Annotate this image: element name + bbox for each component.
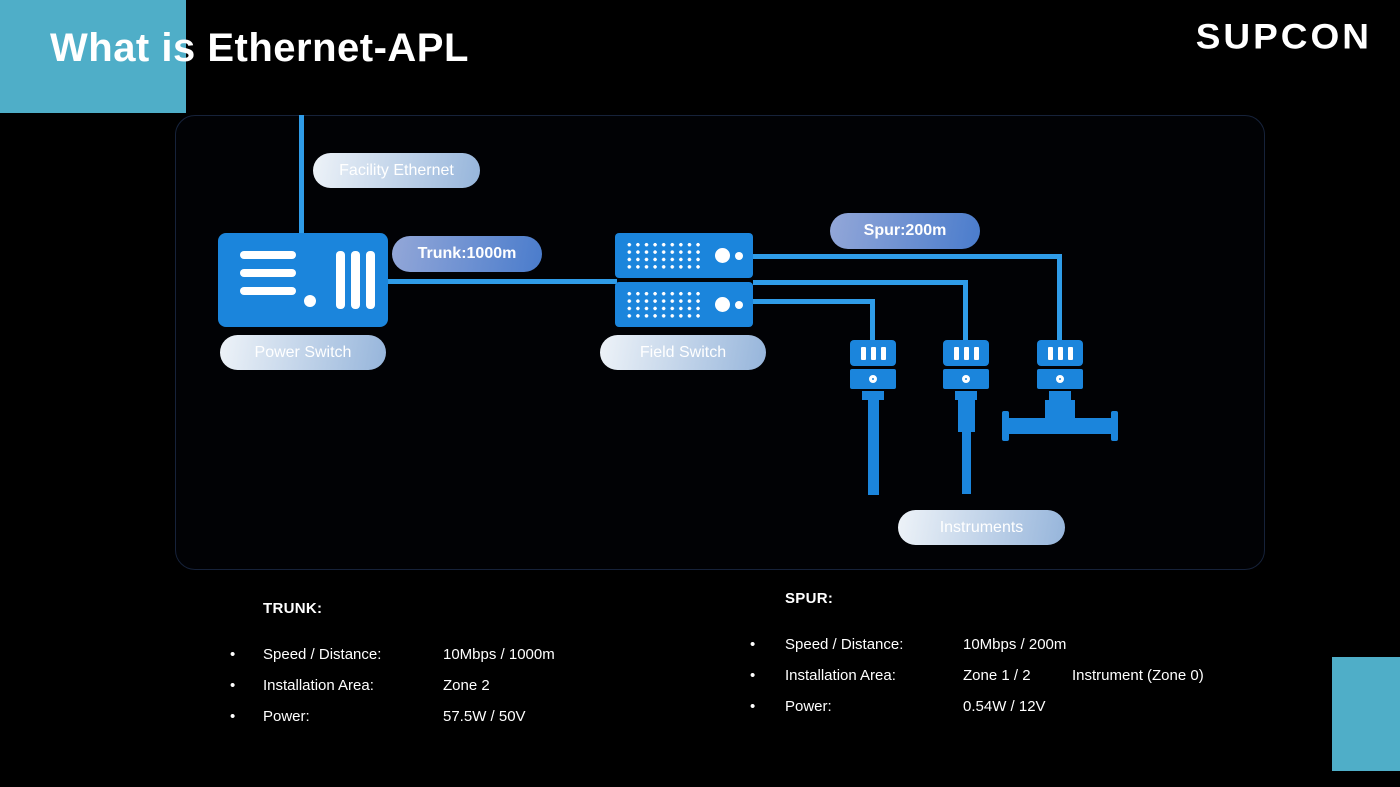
power-switch-icon	[218, 233, 388, 327]
spec-value: 57.5W / 50V	[443, 708, 526, 725]
supcon-logo: SUPCON	[1195, 17, 1372, 56]
spec-row: • Speed / Distance: 10Mbps / 1000m	[230, 646, 880, 666]
power-switch-slot-icon	[240, 251, 296, 259]
trunk-specs-heading: TRUNK:	[263, 600, 323, 617]
power-switch-vent-icon	[366, 251, 375, 309]
page-title: What is Ethernet-APL	[50, 26, 469, 70]
power-switch-slot-icon	[240, 287, 296, 295]
trunk-cable	[388, 279, 617, 284]
power-switch-vent-icon	[351, 251, 360, 309]
spec-value: 10Mbps / 200m	[963, 636, 1067, 653]
spec-extra-value: Instrument (Zone 0)	[1072, 667, 1204, 684]
bullet-icon: •	[750, 698, 756, 715]
flowmeter-connector-icon	[1045, 400, 1075, 418]
field-switch-label: Field Switch	[600, 335, 766, 370]
spur-specs-heading: SPUR:	[785, 590, 834, 607]
spur-cable-2-vertical	[963, 280, 968, 340]
spur-cable-1-horizontal	[753, 299, 875, 304]
field-switch-icon	[615, 233, 753, 327]
bullet-icon: •	[230, 646, 236, 663]
bullet-icon: •	[230, 677, 236, 694]
instrument-probe-icon	[961, 432, 971, 494]
instrument-head-icon	[943, 340, 989, 366]
spur-cable-2-horizontal	[753, 280, 968, 285]
trunk-specs: TRUNK: • Speed / Distance: 10Mbps / 1000…	[230, 600, 680, 740]
instrument-transmitter-icon	[850, 340, 896, 495]
instrument-head-icon	[1037, 340, 1083, 366]
spec-label: Speed / Distance:	[785, 636, 904, 653]
top-left-accent-bar	[0, 0, 186, 113]
spec-row: • Installation Area: Zone 2	[230, 677, 880, 697]
spec-label: Power:	[785, 698, 832, 715]
instrument-transmitter-icon	[943, 340, 989, 494]
spur-cable-1-vertical	[870, 299, 875, 340]
spec-value: 0.54W / 12V	[963, 698, 1046, 715]
spec-label: Power:	[263, 708, 310, 725]
spec-row: • Power: 57.5W / 50V	[230, 708, 880, 728]
pipe-flange-icon	[1111, 411, 1118, 441]
instrument-neck-icon	[1049, 391, 1071, 400]
instrument-probe-icon	[957, 400, 975, 432]
facility-ethernet-label: Facility Ethernet	[313, 153, 480, 188]
trunk-distance-badge: Trunk:1000m	[392, 236, 542, 272]
spur-cable-3-vertical	[1057, 254, 1062, 340]
instrument-dial-icon	[1056, 375, 1064, 383]
port-circle-icon	[735, 301, 743, 309]
spec-value: Zone 2	[443, 677, 490, 694]
facility-ethernet-cable	[299, 115, 304, 235]
power-switch-vent-icon	[336, 251, 345, 309]
instrument-head-icon	[850, 340, 896, 366]
spec-value: Zone 1 / 2	[963, 667, 1031, 684]
power-switch-label: Power Switch	[220, 335, 386, 370]
field-switch-unit-icon	[615, 282, 753, 327]
power-switch-led-icon	[304, 295, 316, 307]
spec-row: • Speed / Distance: 10Mbps / 200m	[750, 636, 1400, 656]
port-circle-icon	[715, 297, 730, 312]
instrument-body-icon	[943, 369, 989, 389]
pipe-flange-icon	[1002, 411, 1009, 441]
spur-specs: SPUR: • Speed / Distance: 10Mbps / 200m …	[750, 590, 1310, 730]
spec-label: Installation Area:	[785, 667, 896, 684]
instrument-neck-icon	[955, 391, 977, 400]
spec-label: Speed / Distance:	[263, 646, 382, 663]
power-switch-slot-icon	[240, 269, 296, 277]
bottom-right-accent-bar	[1332, 657, 1400, 771]
port-grid-icon	[625, 241, 703, 271]
instrument-dial-icon	[962, 375, 970, 383]
field-switch-unit-icon	[615, 233, 753, 278]
spur-distance-badge: Spur:200m	[830, 213, 980, 249]
instruments-label: Instruments	[898, 510, 1065, 545]
spec-value: 10Mbps / 1000m	[443, 646, 555, 663]
spur-cable-3-horizontal	[753, 254, 1062, 259]
spec-row: • Power: 0.54W / 12V	[750, 698, 1400, 718]
flowmeter-pipe-icon	[1002, 411, 1118, 441]
spec-label: Installation Area:	[263, 677, 374, 694]
spec-row: • Installation Area: Zone 1 / 2 Instrume…	[750, 667, 1400, 687]
port-circle-icon	[715, 248, 730, 263]
bullet-icon: •	[230, 708, 236, 725]
instrument-dial-icon	[869, 375, 877, 383]
port-circle-icon	[735, 252, 743, 260]
bullet-icon: •	[750, 636, 756, 653]
bullet-icon: •	[750, 667, 756, 684]
instrument-probe-icon	[867, 400, 879, 495]
instrument-flowmeter-icon	[1002, 340, 1118, 441]
instrument-body-icon	[1037, 369, 1083, 389]
port-grid-icon	[625, 290, 703, 320]
instrument-neck-icon	[862, 391, 884, 400]
instrument-body-icon	[850, 369, 896, 389]
